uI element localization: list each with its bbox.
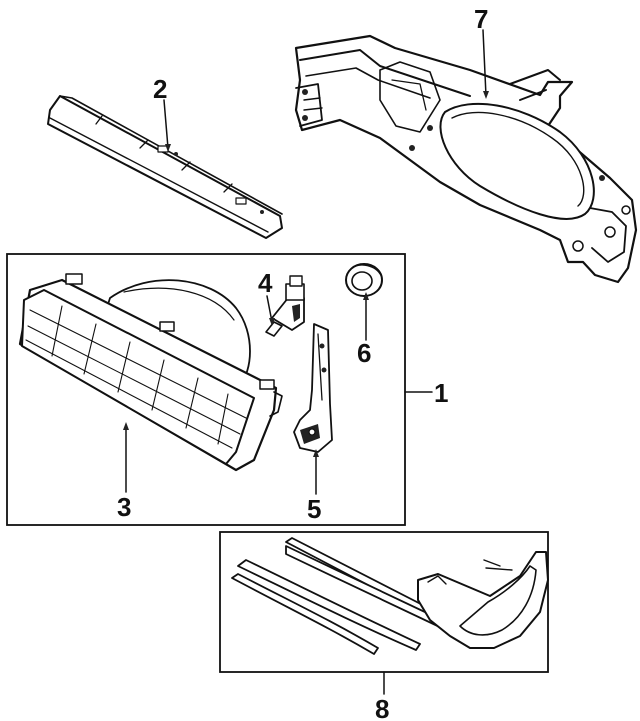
part-8-trim-mouldings <box>231 537 549 655</box>
leader-arrowheads <box>123 91 489 457</box>
leader-7 <box>482 29 487 97</box>
part-4-bulb <box>265 275 305 337</box>
callout-6: 6 <box>357 338 371 368</box>
callout-5: 5 <box>307 494 321 524</box>
part-7-mounting-panel <box>294 34 638 284</box>
leader-lines <box>125 29 487 695</box>
callout-4: 4 <box>258 268 273 298</box>
part-1-headlamp-assembly-box <box>6 253 406 526</box>
callout-8: 8 <box>375 694 389 721</box>
part-3-headlamp-housing <box>18 273 283 472</box>
part-5-adjuster-bracket <box>293 323 333 453</box>
callout-3: 3 <box>117 492 131 522</box>
callout-2: 2 <box>153 74 167 104</box>
part-6-seal-ring <box>345 263 383 297</box>
leader-2 <box>163 99 169 149</box>
callout-1: 1 <box>434 378 448 408</box>
leader-4 <box>266 295 273 323</box>
part-2-upper-filler-strip <box>47 95 283 239</box>
callout-7: 7 <box>474 4 488 34</box>
